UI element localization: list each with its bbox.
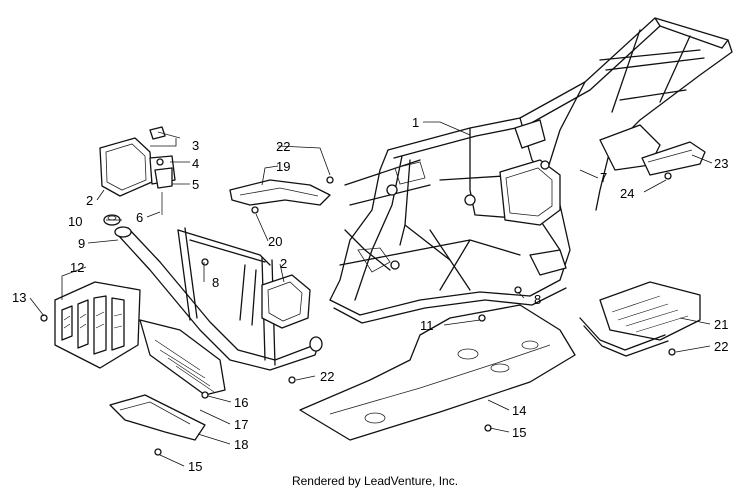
callout-15-right: 15 — [512, 425, 526, 440]
callout-21: 21 — [714, 317, 728, 332]
callout-14: 14 — [512, 403, 526, 418]
callout-17: 17 — [234, 417, 248, 432]
leader-lines — [29, 121, 713, 467]
callout-2-left: 2 — [86, 193, 93, 208]
callout-10: 10 — [68, 214, 82, 229]
footrest — [579, 281, 701, 357]
callout-18: 18 — [234, 437, 248, 452]
fasteners — [40, 172, 676, 456]
callout-9: 9 — [78, 236, 85, 251]
callout-5: 5 — [192, 177, 199, 192]
main-frame — [329, 17, 733, 324]
callout-13: 13 — [12, 290, 26, 305]
callout-11: 11 — [420, 318, 434, 333]
headlight-mount-hardware — [149, 126, 181, 215]
callout-22-top: 22 — [276, 139, 290, 154]
callout-24: 24 — [620, 186, 634, 201]
callout-22-bottom: 22 — [320, 369, 334, 384]
callout-23: 23 — [714, 156, 728, 171]
side-bracket — [641, 141, 706, 176]
callout-7: 7 — [600, 170, 607, 185]
skid-plate — [299, 304, 576, 441]
bumper-insert — [109, 394, 206, 441]
rack-support — [229, 179, 331, 206]
callout-15-left: 15 — [188, 459, 202, 474]
render-credit: Rendered by LeadVenture, Inc. — [291, 474, 459, 488]
callout-1: 1 — [412, 115, 419, 130]
headlight-right — [261, 274, 311, 329]
callout-6: 6 — [136, 210, 143, 225]
callout-3: 3 — [192, 138, 199, 153]
callout-8-left: 8 — [212, 275, 219, 290]
lower-grille — [139, 319, 226, 396]
callout-12: 12 — [70, 260, 84, 275]
callout-22-right: 22 — [714, 339, 728, 354]
callout-20: 20 — [268, 234, 282, 249]
front-grille — [54, 281, 141, 369]
callout-labels: 1 3 4 5 2 6 10 9 12 13 8 22 19 20 2 7 23… — [12, 115, 728, 474]
callout-8-right: 8 — [534, 292, 541, 307]
callout-16: 16 — [234, 395, 248, 410]
front-bumper — [114, 226, 323, 371]
callout-19: 19 — [276, 159, 290, 174]
callout-2-right: 2 — [280, 256, 287, 271]
callout-4: 4 — [192, 156, 199, 171]
